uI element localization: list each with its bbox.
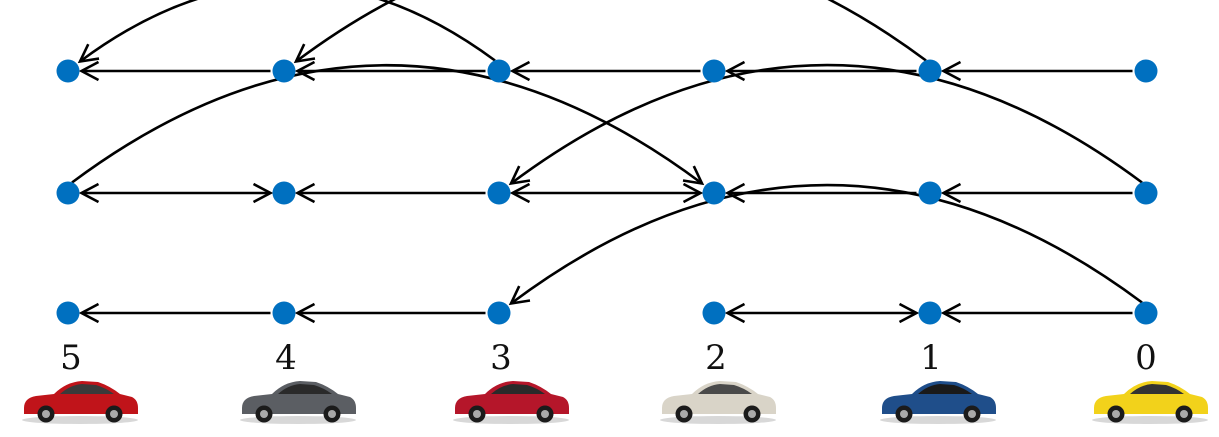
node-label-0: 0 xyxy=(1135,338,1157,378)
row-3-node-4 xyxy=(272,301,296,325)
row-1-edge-2-1-arrowhead-start xyxy=(724,60,746,82)
row-1-edge-3-5-arc xyxy=(79,0,496,63)
blue-suv-icon-body xyxy=(882,381,996,414)
row-1-edge-3-5-arc-arrowhead xyxy=(77,43,100,64)
red-sedan-icon-hubcap-2 xyxy=(110,410,118,418)
row-3-edge-5-4-arrowhead-start xyxy=(78,302,100,324)
nodes-layer xyxy=(56,59,1158,325)
blue-suv-icon-hubcap-1 xyxy=(900,410,908,418)
row-2-node-5 xyxy=(56,181,80,205)
node-label-3: 3 xyxy=(490,338,512,378)
red-sedan-icon-body xyxy=(24,381,138,414)
row-2-node-3 xyxy=(487,181,511,205)
row-3-node-1 xyxy=(918,301,942,325)
row-2-node-2 xyxy=(702,181,726,205)
blue-suv-icon-hubcap-2 xyxy=(968,410,976,418)
row-1-edge-1-0-arrowhead-start xyxy=(940,60,962,82)
red-hatchback-icon xyxy=(453,381,569,424)
row-3-node-0 xyxy=(1134,301,1158,325)
gray-hatchback-icon-hubcap-2 xyxy=(328,410,336,418)
row-2-edge-0-3-arc-arrowhead xyxy=(508,165,531,186)
silver-hatchback-icon-body xyxy=(662,381,776,414)
silver-hatchback-icon xyxy=(660,381,776,424)
row-1-node-0 xyxy=(1134,59,1158,83)
row-2-edge-5-2-arc-arrowhead xyxy=(682,165,705,186)
node-label-5: 5 xyxy=(60,338,82,378)
row-2-edge-5-2-arc xyxy=(71,63,703,185)
row-2-edge-4-3-arrowhead-start xyxy=(294,182,316,204)
row-1-node-3 xyxy=(487,59,511,83)
red-hatchback-icon-hubcap-2 xyxy=(541,410,549,418)
blue-suv-icon xyxy=(880,381,996,424)
yellow-coupe-icon-hubcap-2 xyxy=(1180,410,1188,418)
gray-hatchback-icon-window xyxy=(278,384,332,394)
yellow-coupe-icon-hubcap-1 xyxy=(1112,410,1120,418)
row-3-node-2 xyxy=(702,301,726,325)
row-1-node-4 xyxy=(272,59,296,83)
row-1-edge-1-4-arc xyxy=(295,0,927,63)
red-hatchback-icon-window xyxy=(491,384,545,394)
row-1-node-1 xyxy=(918,59,942,83)
row-2-edge-1-0-arrowhead-start xyxy=(940,182,962,204)
red-hatchback-icon-hubcap-1 xyxy=(473,410,481,418)
silver-hatchback-icon-window xyxy=(698,384,752,394)
yellow-coupe-icon-window xyxy=(1130,384,1184,394)
row-3-edge-4-3-arrowhead-start xyxy=(294,302,316,324)
row-1-node-2 xyxy=(702,59,726,83)
row-2-edge-2-1-arrowhead-start xyxy=(724,182,746,204)
edges-layer xyxy=(71,0,1143,324)
row-1-node-5 xyxy=(56,59,80,83)
row-1-edge-3-2-arrowhead-start xyxy=(509,60,531,82)
row-3-node-3 xyxy=(487,301,511,325)
yellow-coupe-icon xyxy=(1092,381,1208,424)
row-3-edge-2-1-arrowhead-end xyxy=(898,302,920,324)
gray-hatchback-icon-body xyxy=(242,381,356,414)
blue-suv-icon-window xyxy=(918,384,972,394)
row-2-node-1 xyxy=(918,181,942,205)
row-2-edge-3-2-arrowhead-start xyxy=(509,182,531,204)
red-sedan-icon xyxy=(22,381,138,424)
cars-layer xyxy=(22,381,1208,424)
row-1-edge-5-4-arrowhead-start xyxy=(78,60,100,82)
row-2-edge-5-4-arrowhead-start xyxy=(78,182,100,204)
node-label-1: 1 xyxy=(920,338,942,378)
row-2-node-4 xyxy=(272,181,296,205)
red-hatchback-icon-body xyxy=(455,381,569,414)
silver-hatchback-icon-hubcap-2 xyxy=(748,410,756,418)
gray-hatchback-icon-hubcap-1 xyxy=(260,410,268,418)
silver-hatchback-icon-hubcap-1 xyxy=(680,410,688,418)
row-3-edge-0-3-arc-arrowhead xyxy=(508,285,531,306)
gray-hatchback-icon xyxy=(240,381,356,424)
row-2-edge-5-4-arrowhead-end xyxy=(252,182,274,204)
row-2-edge-0-3-arc xyxy=(510,63,1143,185)
labels-layer: 5 4 3 2 1 0 xyxy=(60,338,1157,378)
red-sedan-icon-hubcap-1 xyxy=(42,410,50,418)
row-3-edge-1-0-arrowhead-start xyxy=(940,302,962,324)
node-label-4: 4 xyxy=(275,338,297,378)
yellow-coupe-icon-body xyxy=(1094,381,1208,414)
row-2-edge-3-2-arrowhead-end xyxy=(682,182,704,204)
row-1-edge-1-4-arc-arrowhead xyxy=(293,43,316,64)
row-1-edge-4-3-arrowhead-start xyxy=(294,60,316,82)
row-3-edge-0-3-arc xyxy=(510,183,1143,305)
node-label-2: 2 xyxy=(705,338,727,378)
red-sedan-icon-window xyxy=(60,384,114,394)
row-3-edge-2-1-arrowhead-start xyxy=(724,302,746,324)
row-2-node-0 xyxy=(1134,181,1158,205)
row-3-node-5 xyxy=(56,301,80,325)
